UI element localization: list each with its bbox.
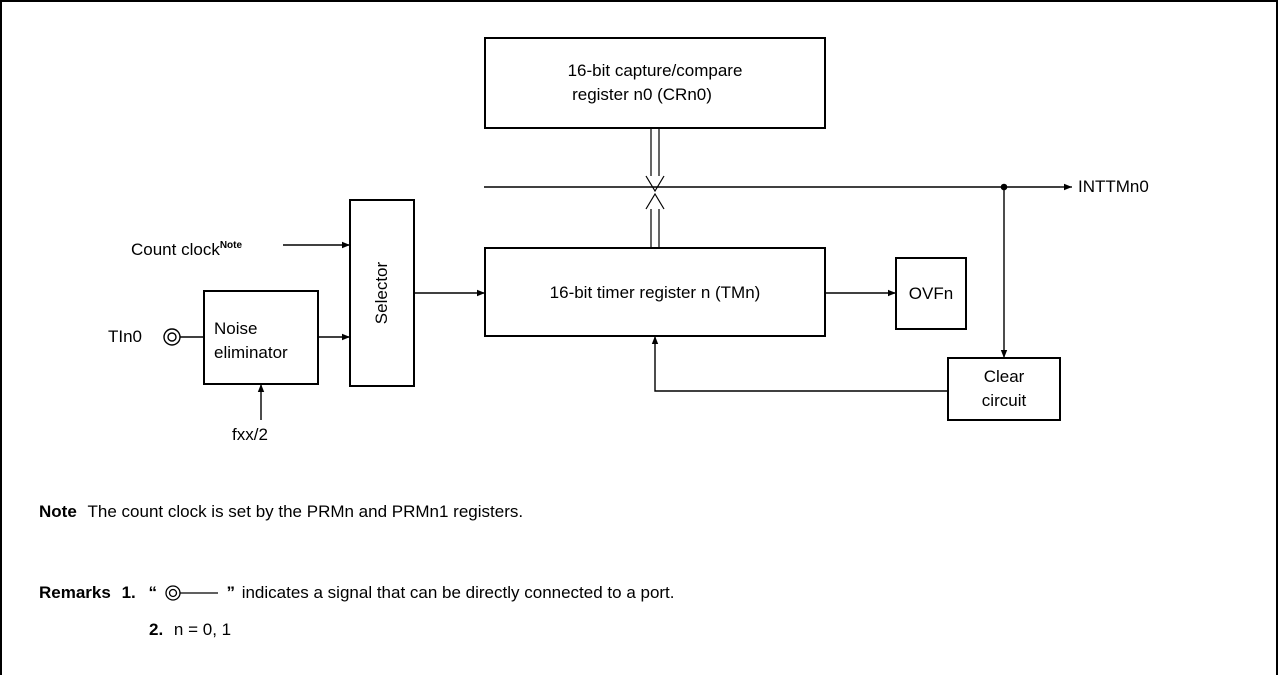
ovf-label: OVFn bbox=[908, 284, 954, 303]
tin0-label: TIn0 bbox=[108, 327, 143, 346]
note-text: The count clock is set by the PRMn and P… bbox=[87, 502, 524, 521]
remark-1-line: Remarks 1. “ ” indicates a signal that c… bbox=[39, 581, 675, 605]
fxx-label: fxx/2 bbox=[232, 425, 268, 444]
clear-circuit-label: Clear circuit bbox=[948, 365, 1060, 413]
timer-register-label: 16-bit timer register n (TMn) bbox=[549, 283, 761, 302]
remark-2-number: 2. bbox=[149, 620, 164, 639]
selector-label: Selector bbox=[372, 261, 391, 325]
count-clock-label: Count clockNote bbox=[131, 234, 242, 262]
noise-eliminator-line-2: eliminator bbox=[214, 343, 288, 362]
noise-eliminator-line-1: Noise bbox=[214, 319, 258, 338]
noise-eliminator-label: Noise eliminator bbox=[214, 317, 288, 365]
remark-1-text: indicates a signal that can be directly … bbox=[241, 583, 675, 602]
remark-1-open-quote: “ bbox=[148, 583, 157, 602]
remarks-heading: Remarks bbox=[39, 583, 111, 602]
capture-compare-register-block bbox=[484, 37, 826, 129]
count-clock-note-mark: Note bbox=[219, 240, 243, 251]
clear-feedback-arrow bbox=[651, 336, 948, 392]
remark-1-number: 1. bbox=[121, 583, 136, 602]
remark-2-line: 2. n = 0, 1 bbox=[149, 618, 231, 642]
capture-compare-line-2: register n0 (CRn0) bbox=[572, 85, 712, 104]
inline-port-symbol bbox=[162, 581, 222, 605]
remark-1-close-quote: ” bbox=[226, 583, 235, 602]
note-line: Note The count clock is set by the PRMn … bbox=[39, 500, 523, 524]
register-data-path bbox=[645, 128, 665, 248]
note-heading: Note bbox=[39, 502, 77, 521]
capture-compare-line-1: 16-bit capture/compare bbox=[567, 61, 743, 80]
remark-2-text: n = 0, 1 bbox=[173, 620, 232, 639]
clear-circuit-line-2: circuit bbox=[981, 391, 1027, 410]
count-clock-text: Count clock bbox=[131, 240, 220, 259]
inttm-label: INTTMn0 bbox=[1078, 177, 1149, 196]
capture-compare-register-label: 16-bit capture/compare register n0 (CRn0… bbox=[485, 59, 825, 107]
tin0-port-symbol bbox=[163, 328, 204, 346]
clear-circuit-line-1: Clear bbox=[983, 367, 1025, 386]
